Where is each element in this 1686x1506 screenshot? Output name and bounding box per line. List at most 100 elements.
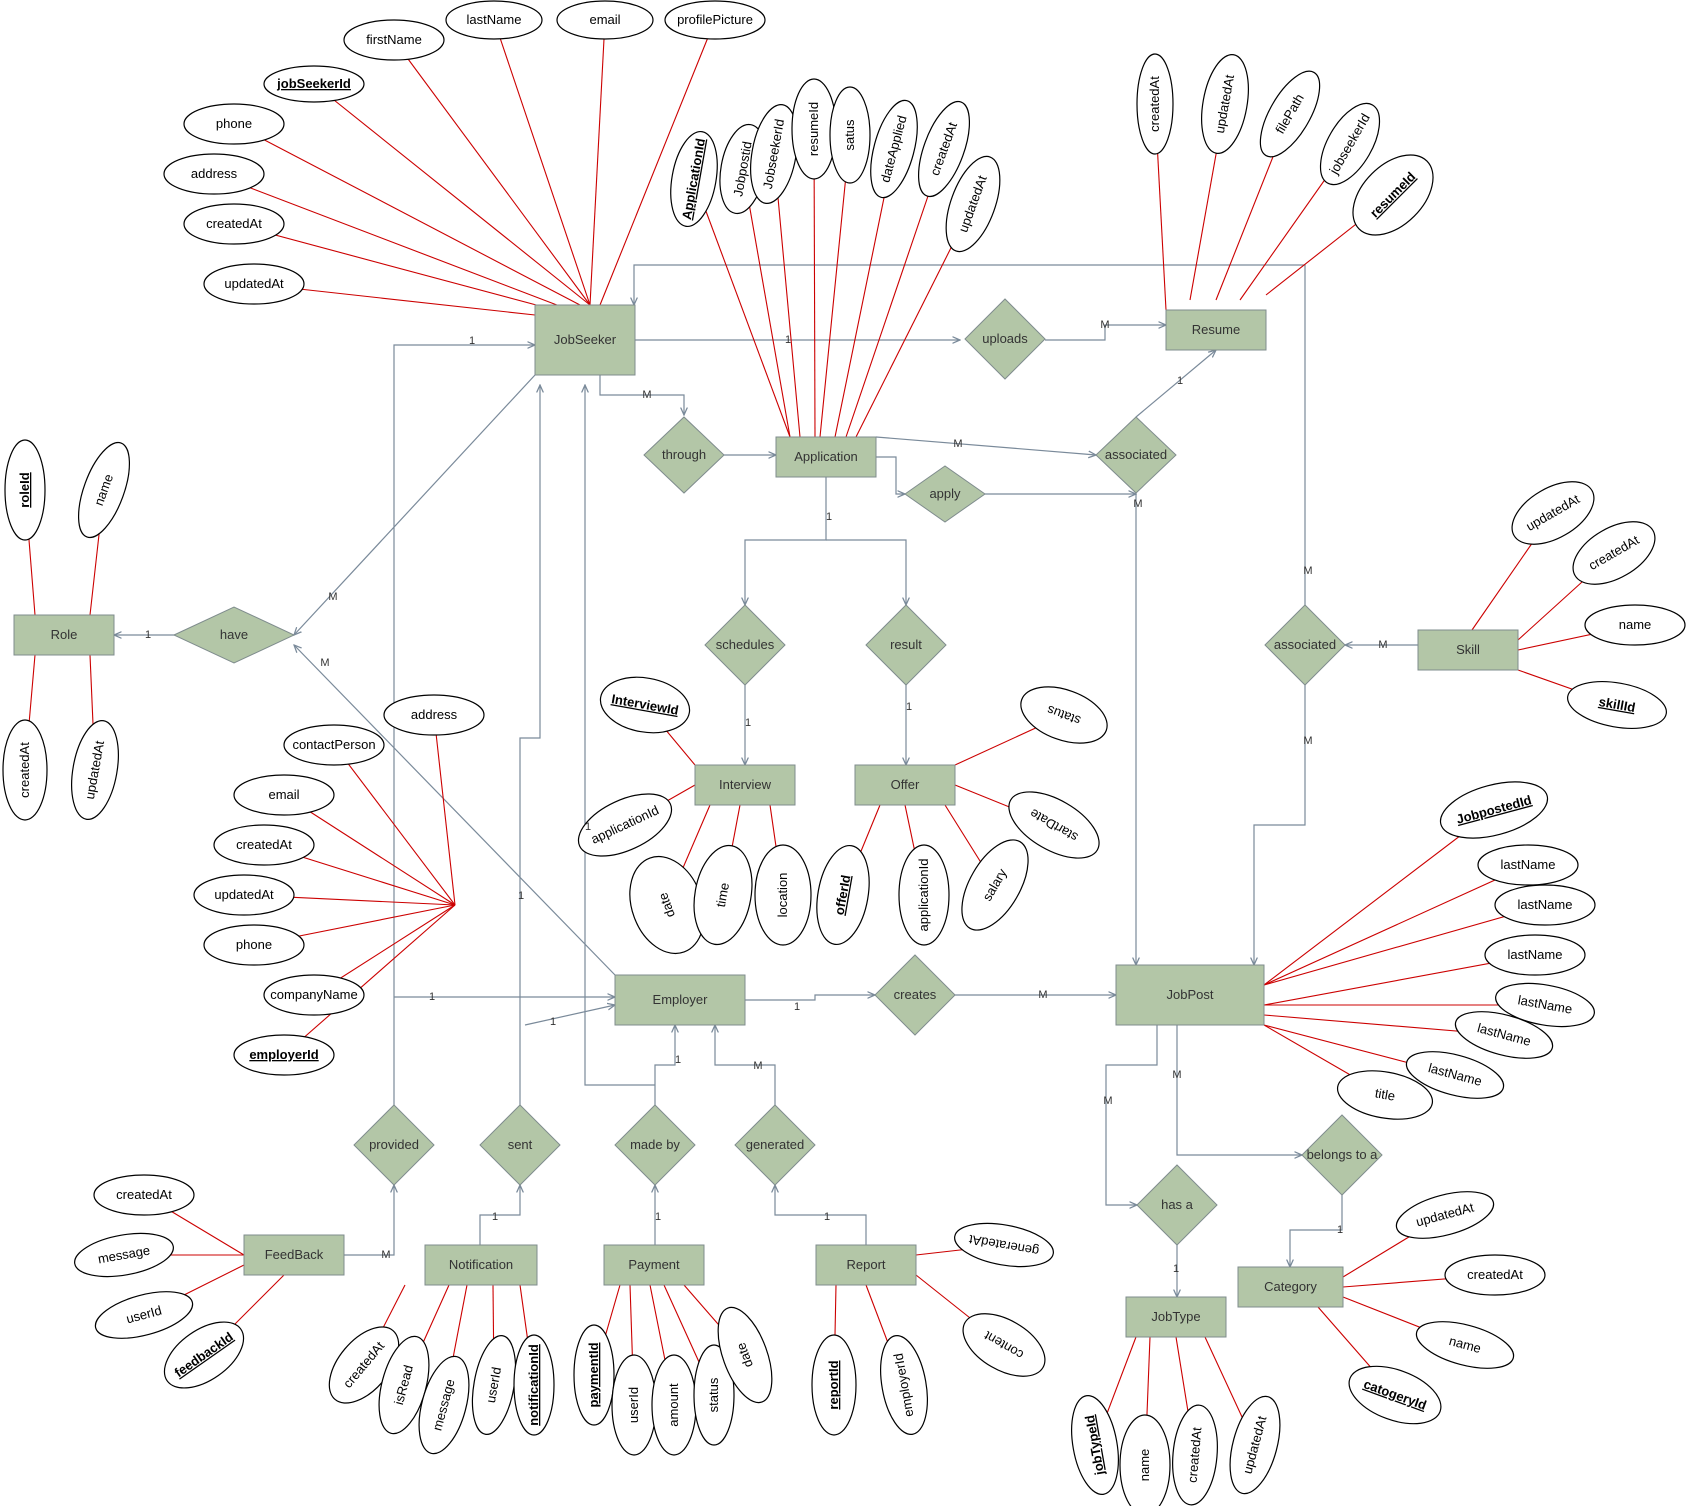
cardinality-label: 1 [550,1016,556,1028]
attribute-skill-name: name [1584,604,1686,646]
attribute-notification-message: message [418,1355,470,1455]
attribute-label: createdAt [1467,1267,1523,1282]
entity-jobtype: JobType [1125,1296,1227,1338]
entity-category: Category [1237,1266,1344,1308]
attribute-ellipse [263,974,365,1016]
entity-label: Interview [719,777,772,792]
attribute-ellipse [2,719,48,821]
attribute-connector [233,223,556,311]
entity-box [424,1244,538,1286]
attribute-jobpost-a4: lastName [1495,982,1595,1028]
attribute-category-categoryId: catogeryId [1348,1365,1442,1425]
cardinality-label: 1 [794,1001,800,1013]
attribute-label: createdAt [1147,76,1162,132]
entity-feedback: FeedBack [243,1234,345,1276]
attribute-offer-salary: salary [961,839,1029,931]
attribute-jobpost-title: title [1336,1070,1434,1120]
relationship-connector [875,436,1096,455]
entity-label: Category [1264,1279,1317,1294]
attribute-jobseeker-email: email [556,0,654,40]
attribute-label: firstName [366,32,422,47]
attribute-ellipse [233,774,335,816]
attribute-ellipse [962,1313,1046,1377]
attribute-application-updatedAt: updatedAt [945,155,1001,253]
relationship-associated-skill: associated [1264,604,1346,686]
attribute-label: contactPerson [292,737,375,752]
attribute-payment-status: status [693,1344,735,1446]
entity-label: Employer [653,992,709,1007]
attribute-label: address [191,166,238,181]
attribute-report-reportId: reportId [811,1334,857,1436]
relationship-through: through [643,416,725,494]
relationship-generated: generated [734,1104,816,1186]
entity-label: FeedBack [265,1247,324,1262]
relationship-connector [294,645,616,976]
relationship-belongs-to: belongs to a [1301,1114,1383,1196]
attribute-resume-filePath: filePath [1259,70,1321,158]
attribute-ellipse [664,0,766,40]
attribute-ellipse [343,19,445,61]
attribute-label: reportId [826,1360,841,1409]
relationship-label: provided [369,1137,419,1152]
attribute-label: createdAt [236,837,292,852]
attribute-jobpost-a2: lastName [1494,884,1596,926]
entity-label: Notification [449,1257,513,1272]
attribute-ellipse [1336,1070,1434,1120]
attribute-jobseeker-firstName: firstName [343,19,445,61]
attribute-report-content: content [962,1313,1046,1377]
attribute-interview-applicationId: applicationId [577,793,673,857]
relationship-diamond [734,1104,816,1186]
attribute-ellipse [1477,844,1579,886]
attribute-label: createdAt [17,742,32,798]
relationship-apply: apply [904,465,986,523]
attribute-connector [693,178,791,438]
attribute-ellipse [1071,1395,1119,1495]
attribute-report-generatedAt: generatedAt [954,1222,1054,1268]
relationship-diamond [1136,1164,1218,1246]
relationship-has-a: has a [1136,1164,1218,1246]
relationship-connector [826,539,906,605]
cardinality-label: M [642,389,651,401]
attribute-connector [283,794,456,906]
attribute-jobseeker-profilePicture: profilePicture [664,0,766,40]
attribute-label: paymentId [586,1342,601,1407]
entity-box [694,764,796,806]
entity-report: Report [815,1244,917,1286]
attribute-ellipse [163,1321,245,1389]
attribute-interview-interviewId: InterviewId [599,676,691,734]
attribute-label: lastName [467,12,522,27]
relationship-diamond [1095,416,1177,494]
attribute-ellipse [1201,54,1249,154]
attribute-ellipse [1439,781,1549,839]
entity-label: JobSeeker [554,332,617,347]
attribute-label: lastName [1518,897,1573,912]
attribute-connector [599,19,716,306]
cardinality-label: 1 [745,717,751,729]
relationship-connector [479,1185,520,1245]
entity-label: Report [846,1257,885,1272]
attribute-ellipse [193,874,295,916]
attribute-offer-startDate: startDate [1008,791,1100,859]
relationship-label: associated [1105,447,1167,462]
relationship-connector [393,345,535,1105]
attribute-label: updatedAt [224,276,284,291]
attribute-label: resumeId [806,102,821,156]
attribute-ellipse [670,130,718,228]
relationship-connector [524,1005,615,1026]
relationship-result: result [865,604,947,686]
relationship-connector [1105,1025,1158,1205]
attribute-label: phone [236,937,272,952]
cardinality-label: 1 [469,335,475,347]
attribute-feedback-createdAt: createdAt [93,1174,195,1216]
entity-skill: Skill [1417,629,1519,671]
attribute-application-resumeId: resumeId [791,78,837,180]
entity-jobseeker: JobSeeker [534,304,636,376]
attribute-label: roleId [17,472,32,507]
entity-box [815,1244,917,1286]
attribute-ellipse [1259,70,1321,158]
relationship-label: has a [1161,1197,1194,1212]
attribute-ellipse [1348,1365,1442,1425]
attribute-label: skillId [1598,694,1637,715]
relationship-diamond [874,954,956,1036]
